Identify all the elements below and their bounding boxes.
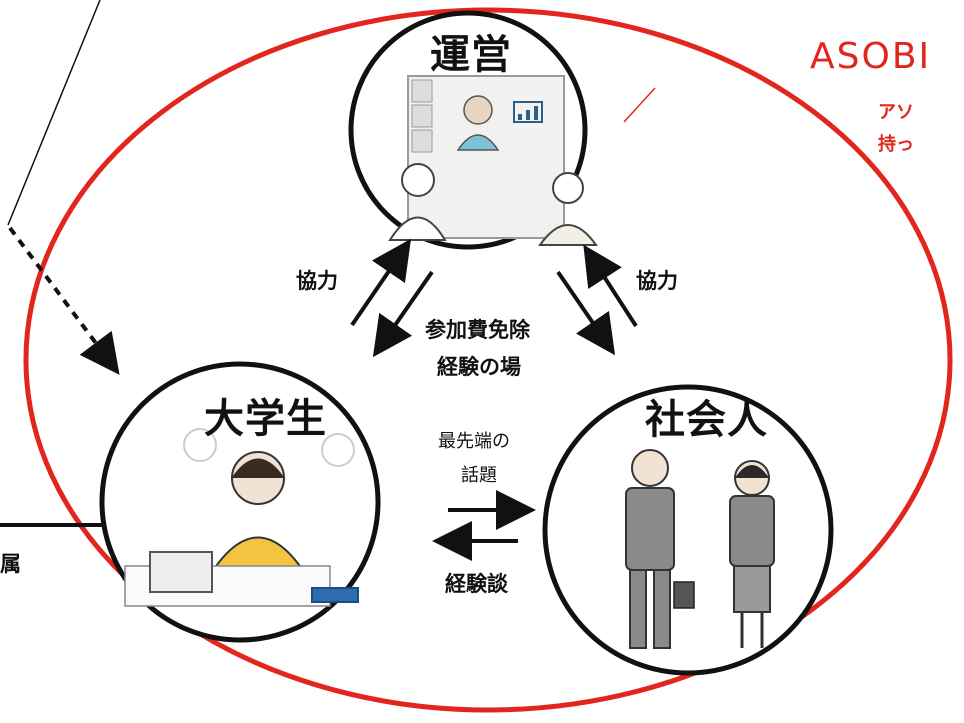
left-partial-label: 属	[0, 552, 21, 576]
arrow-management-to-students	[372, 270, 434, 358]
person-icon	[552, 172, 584, 204]
book-icon	[311, 587, 359, 603]
benefit-label-line1: 参加費免除	[425, 318, 530, 342]
professionals-title: 社会人	[645, 397, 768, 443]
benefit-label-line2: 経験の場	[437, 355, 521, 379]
arrow-students-to-management	[350, 238, 412, 327]
cooperation-left-label: 協力	[296, 269, 338, 293]
arrow-professionals-to-management	[583, 244, 638, 328]
laptop-icon	[149, 551, 213, 593]
topics-label-line2: 話題	[461, 465, 497, 486]
brand-name: ASOBI	[810, 36, 932, 77]
management-title: 運営	[430, 32, 512, 78]
topics-label-line1: 最先端の	[438, 431, 510, 452]
cooperation-right-label: 協力	[636, 269, 678, 293]
businessman-icon	[631, 449, 669, 487]
arrow-management-to-professionals	[556, 270, 616, 356]
professionals-node	[542, 384, 834, 676]
management-node	[348, 10, 598, 250]
brand-sub-line2: 持っ	[878, 134, 914, 155]
person-icon	[401, 163, 435, 197]
students-title: 大学生	[204, 396, 327, 442]
students-node	[99, 361, 381, 643]
experience-label: 経験談	[445, 572, 508, 596]
brand-pointer	[623, 87, 656, 123]
community-ring	[23, 7, 953, 713]
dashed-arrow	[8, 226, 120, 375]
brand-sub-line1: アソ	[878, 102, 914, 123]
pointer-line	[7, 0, 101, 226]
